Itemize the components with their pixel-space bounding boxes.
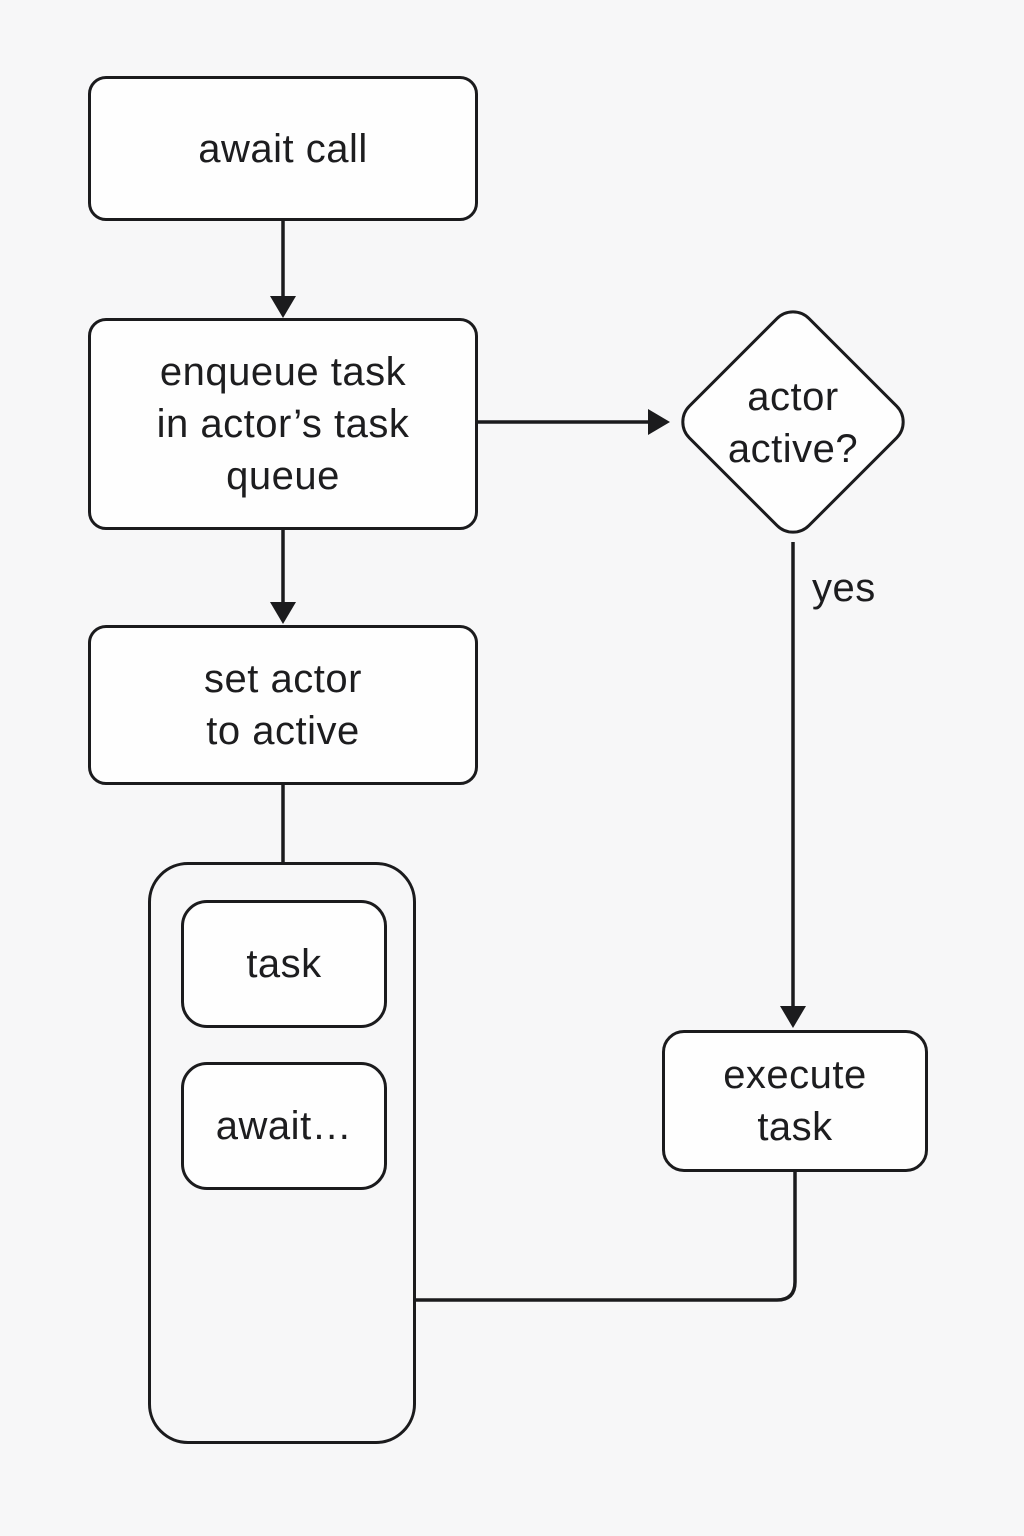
node-set-active-label: set actor to active — [204, 657, 362, 753]
edge-execute-to-queue — [283, 1172, 797, 1302]
edge-label-yes: yes — [812, 566, 876, 610]
node-execute-task: execute task — [662, 1030, 928, 1172]
node-actor-active-label: actor active? — [727, 375, 859, 471]
node-task: task — [181, 900, 387, 1028]
arrowhead-await-to-enqueue — [270, 296, 296, 318]
node-actor-active: actor active? — [693, 368, 893, 478]
node-task-label: task — [246, 942, 322, 986]
node-await-call: await call — [88, 76, 478, 221]
node-await-more-label: await… — [215, 1104, 353, 1148]
node-await-call-label: await call — [198, 126, 368, 171]
node-await-more: await… — [181, 1062, 387, 1190]
arrowhead-decision-to-execute — [780, 1006, 806, 1028]
arrowhead-enqueue-to-set — [270, 602, 296, 624]
node-set-active: set actor to active — [88, 625, 478, 785]
node-execute-task-label: execute task — [723, 1053, 867, 1149]
node-enqueue-task-label: enqueue task in actor’s task queue — [156, 350, 410, 498]
arrowhead-enqueue-to-decision — [648, 409, 670, 435]
node-enqueue-task: enqueue task in actor’s task queue — [88, 318, 478, 530]
